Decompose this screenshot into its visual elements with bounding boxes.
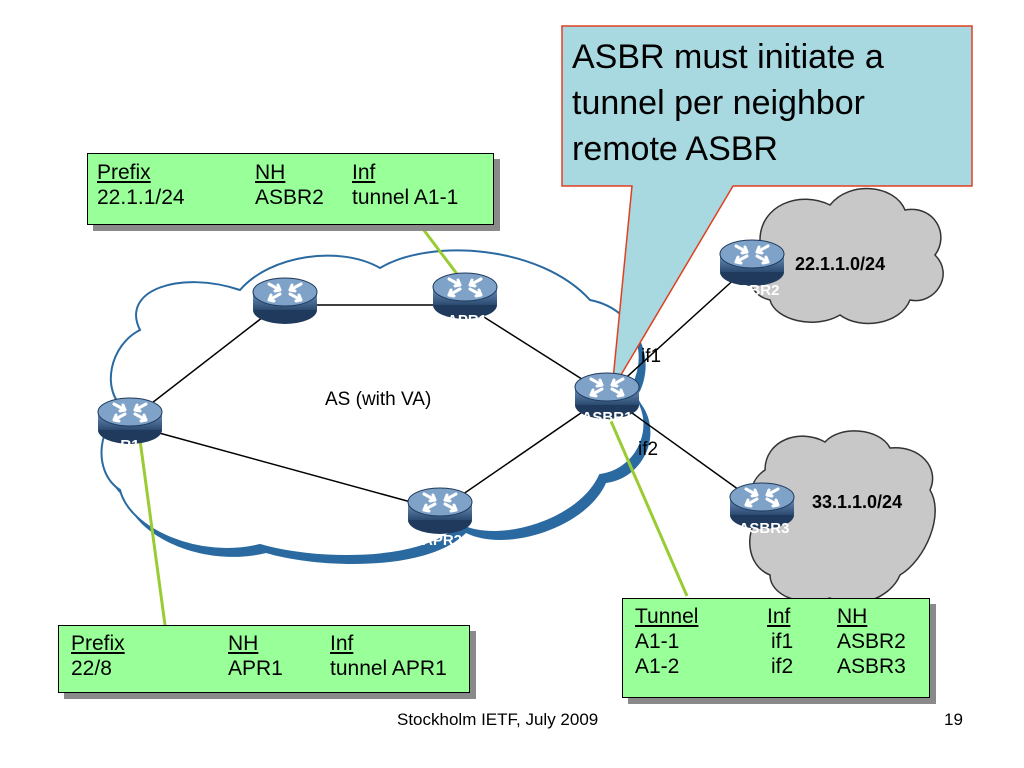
if2-label: if2 (638, 439, 658, 460)
prefix-label-asbr3: 33.1.1.0/24 (812, 492, 902, 512)
leader-bottom-right-table (605, 411, 689, 597)
router-label-asbr1: ASBR1 (582, 409, 633, 426)
callout-line: ASBR must initiate a (572, 38, 884, 76)
table-bottom-right-tunnels: Tunnel Inf NH A1-1 if1 ASBR2 A1-2 if2 AS… (622, 598, 930, 698)
table-header: NH (255, 161, 286, 184)
table-cell: tunnel APR1 (330, 657, 447, 680)
table-cell: 22/8 (71, 657, 112, 680)
table-cell: ASBR2 (255, 186, 324, 209)
link-apr2-asbr1 (439, 394, 608, 511)
table-cell: A1-2 (635, 655, 680, 678)
router-label-asbr3: ASBR3 (739, 520, 790, 537)
table-header: Inf (767, 605, 791, 628)
router-label-r1: R1 (120, 437, 139, 454)
leader-bottom-left-table (138, 439, 167, 626)
router-label-asbr2: ASBR2 (729, 282, 780, 299)
table-cell: if2 (771, 655, 794, 678)
table-cell: if1 (771, 630, 794, 653)
link-r1-apr2 (129, 424, 441, 511)
leader-top-table (418, 224, 462, 279)
callout-line: tunnel per neighbor (572, 84, 866, 122)
remote-cloud-asbr3 (749, 430, 936, 605)
table-cell: APR1 (228, 657, 283, 680)
page-number: 19 (944, 710, 963, 729)
footer-text: Stockholm IETF, July 2009 (397, 710, 599, 729)
router-label-r2: R2 (277, 322, 296, 339)
callout-text: ASBR must initiate a tunnel per neighbor… (572, 34, 972, 172)
router-label-apr1: APR1 (447, 312, 487, 329)
table-bottom-left-routing: Prefix NH Inf 22/8 APR1 tunnel APR1 (58, 625, 470, 693)
link-r1-r2 (129, 299, 286, 421)
router-apr2 (406, 486, 474, 536)
table-header: NH (228, 632, 259, 655)
table-header: Inf (330, 632, 354, 655)
leader-lines (138, 224, 689, 626)
as-cloud (100, 249, 651, 565)
table-header: Prefix (97, 161, 151, 184)
prefix-label-asbr2: 22.1.1.0/24 (795, 254, 885, 274)
table-cell: A1-1 (635, 630, 680, 653)
if1-label: if1 (641, 346, 661, 367)
table-header: NH (837, 605, 868, 628)
router-label-apr2: APR2 (422, 532, 462, 549)
link-asbr1-asbr2 (606, 264, 751, 396)
table-cell: ASBR2 (837, 630, 906, 653)
table-cell: 22.1.1/24 (97, 186, 185, 209)
as-label: AS (with VA) (325, 389, 431, 410)
router-r2 (251, 276, 319, 326)
table-cell: tunnel A1-1 (352, 186, 459, 209)
callout-box (561, 25, 973, 391)
table-cell: ASBR3 (837, 655, 906, 678)
table-top-routing: Prefix NH Inf 22.1.1/24 ASBR2 tunnel A1-… (87, 153, 494, 225)
router-asbr2 (718, 238, 786, 288)
table-header: Inf (352, 161, 376, 184)
callout-line: remote ASBR (572, 130, 778, 168)
table-header: Tunnel (635, 605, 699, 628)
remote-cloud-asbr2 (746, 187, 944, 325)
table-header: Prefix (71, 632, 125, 655)
